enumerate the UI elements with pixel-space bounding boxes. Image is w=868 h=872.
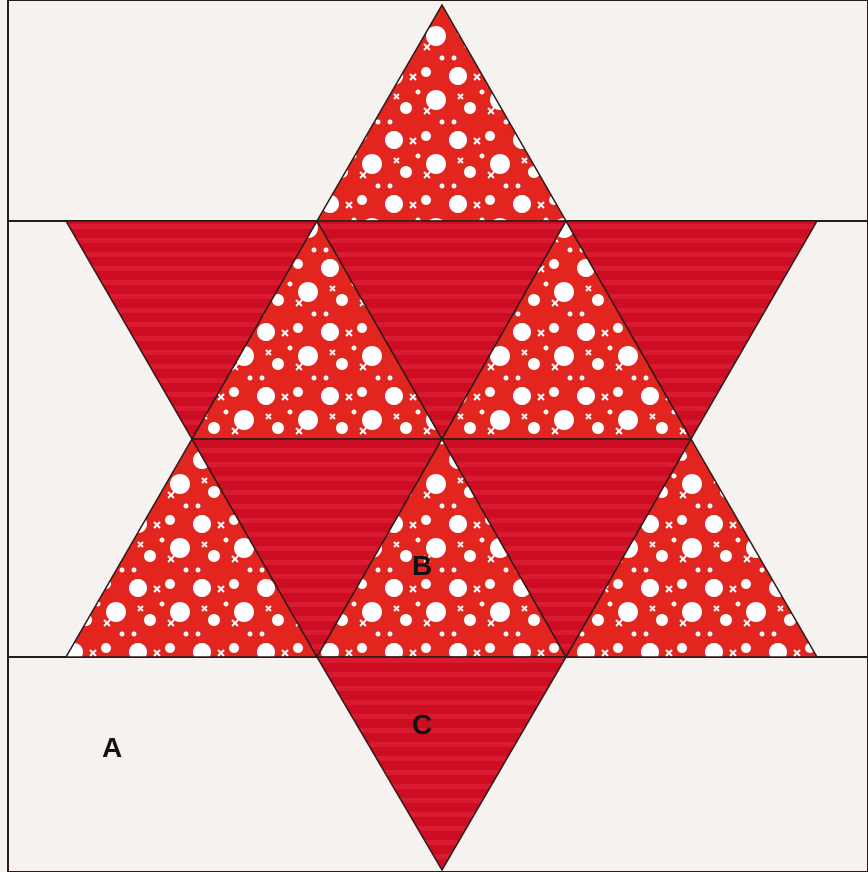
label-c: C <box>412 709 432 740</box>
label-b: B <box>412 550 432 581</box>
label-a: A <box>102 732 122 763</box>
